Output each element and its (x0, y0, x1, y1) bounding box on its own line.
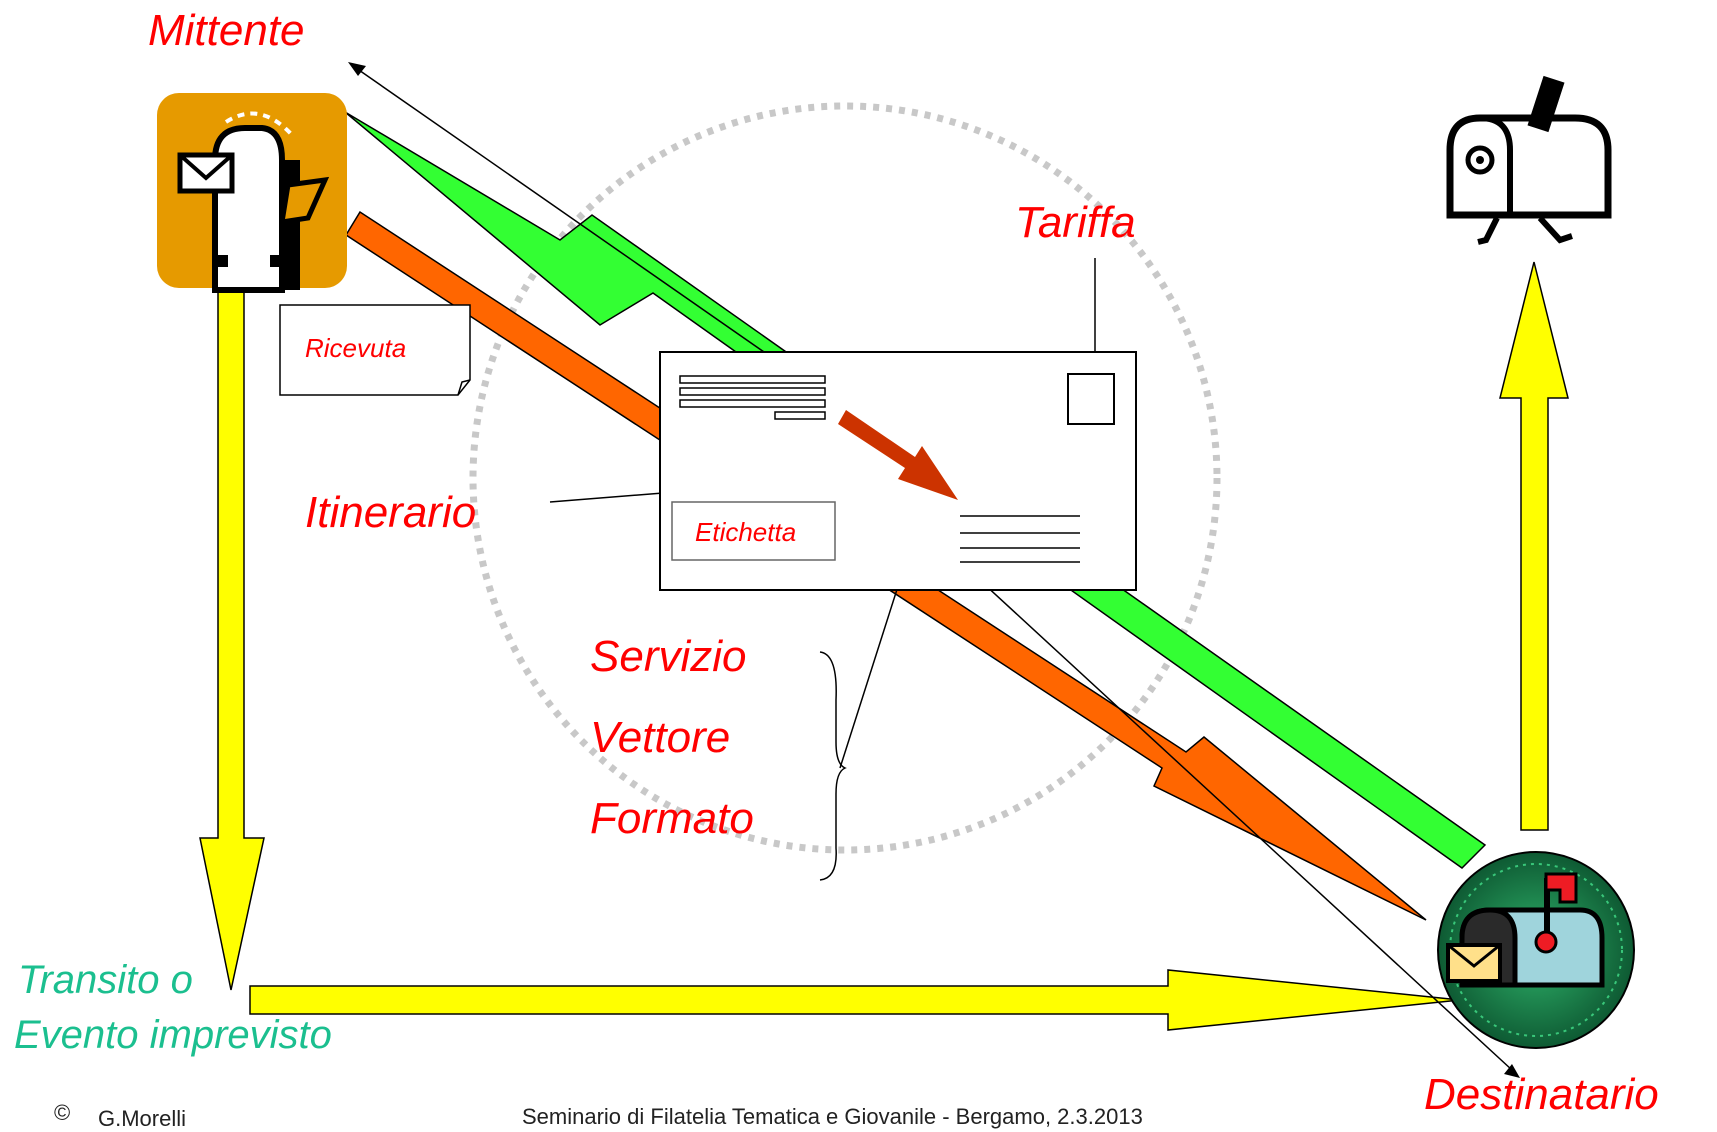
transito-label-line2: Evento imprevisto (14, 1013, 332, 1057)
footer-author: G.Morelli (98, 1106, 187, 1131)
mittente-pointer-head (348, 62, 366, 76)
servizio-brace (819, 651, 847, 881)
servizio-label: Servizio (590, 632, 747, 681)
dark-red-arrow (838, 410, 958, 500)
copyright-symbol: © (54, 1100, 71, 1125)
ricevuta-label: Ricevuta (305, 333, 407, 363)
etichetta-box (671, 501, 836, 561)
footer-seminar: Seminario di Filatelia Tematica e Giovan… (522, 1104, 1143, 1129)
mailbox-recipient-icon (1437, 851, 1635, 1049)
envelope-icon (659, 351, 1137, 591)
dotted-circle (469, 102, 1221, 854)
etichetta-label: Etichetta (695, 517, 797, 547)
mittente-pointer-line (355, 67, 788, 369)
brace-pointer-line (839, 579, 901, 769)
postbox-sender-icon (157, 93, 347, 293)
yellow-arrow-right (249, 969, 1461, 1031)
yellow-arrow-up (1499, 261, 1569, 831)
vettore-label: Vettore (590, 713, 731, 762)
walking-mailbox-icon (1446, 75, 1612, 245)
transito-label-line1: Transito o (18, 958, 193, 1002)
itinerario-label: Itinerario (305, 488, 477, 537)
formato-label: Formato (590, 794, 754, 843)
green-arrow (344, 111, 1487, 869)
mittente-label: Mittente (148, 6, 305, 55)
yellow-arrow-down (199, 289, 265, 991)
receipt-note-icon (279, 304, 471, 396)
destinatario-pointer-head (1504, 1064, 1520, 1078)
destinatario-label: Destinatario (1424, 1070, 1659, 1119)
destinatario-pointer-line (957, 559, 1513, 1071)
tariffa-label: Tariffa (1015, 198, 1136, 247)
